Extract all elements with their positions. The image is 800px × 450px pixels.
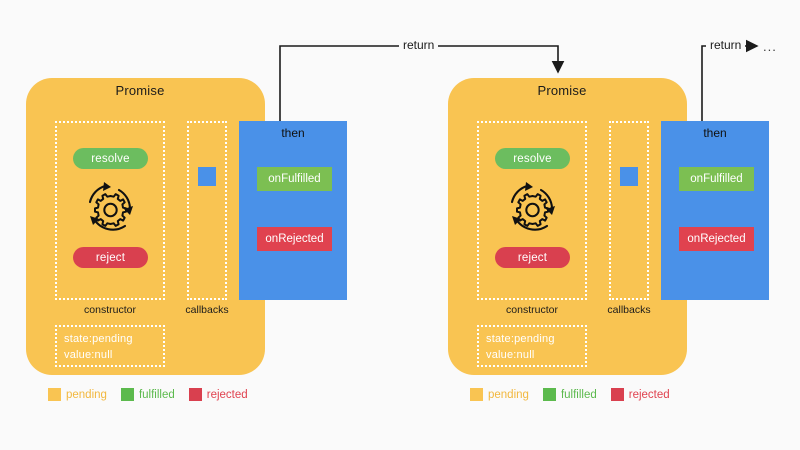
legend-swatch-fulfilled xyxy=(542,388,556,401)
legend-swatch-rejected xyxy=(188,388,202,401)
promise-title: Promise xyxy=(115,83,165,98)
legend-swatch-pending xyxy=(48,388,61,401)
legend-swatch-rejected xyxy=(610,388,624,401)
legend-label-fulfilled: fulfilled xyxy=(138,388,175,401)
value-line: value:null xyxy=(486,349,535,361)
on-rejected-block[interactable]: onRejected xyxy=(257,227,332,251)
legend-item-pending: pending xyxy=(48,388,107,401)
value-line: value:null xyxy=(64,349,113,361)
then-title: then xyxy=(703,126,727,140)
gear-rotation-icon xyxy=(78,178,143,240)
legend-item-rejected: rejected xyxy=(610,388,670,401)
reject-pill[interactable]: reject xyxy=(495,247,570,268)
state-line: state:pending xyxy=(64,333,133,345)
legend-item-pending: pending xyxy=(470,388,529,401)
constructor-label: constructor xyxy=(84,304,136,316)
promise-chain-1: Promise resolve xyxy=(15,0,355,450)
callback-chip[interactable] xyxy=(198,167,216,186)
legend-label-pending: pending xyxy=(66,388,107,401)
legend-item-rejected: rejected xyxy=(188,388,248,401)
return-label-2: return xyxy=(706,38,746,52)
callbacks-label: callbacks xyxy=(607,304,651,316)
promise-state-box: state:pending value:null xyxy=(477,325,587,367)
then-title: then xyxy=(281,126,305,140)
callbacks-region xyxy=(187,121,227,300)
gear-rotation-icon xyxy=(500,178,565,240)
resolve-pill[interactable]: resolve xyxy=(73,148,148,169)
callback-chip[interactable] xyxy=(620,167,638,186)
legend-label-fulfilled: fulfilled xyxy=(560,388,597,401)
constructor-region xyxy=(55,121,165,300)
on-fulfilled-block[interactable]: onFulfilled xyxy=(257,167,332,191)
legend: pending fulfilled rejected xyxy=(48,388,262,401)
legend-item-fulfilled: fulfilled xyxy=(120,388,175,401)
legend-swatch-pending xyxy=(470,388,483,401)
legend-label-rejected: rejected xyxy=(628,388,670,401)
promise-chain-2: Promise resolve xyxy=(437,0,777,450)
promise-title: Promise xyxy=(537,83,587,98)
callbacks-label: callbacks xyxy=(185,304,229,316)
legend-label-rejected: rejected xyxy=(206,388,248,401)
reject-pill[interactable]: reject xyxy=(73,247,148,268)
legend-label-pending: pending xyxy=(488,388,529,401)
return-label-1: return xyxy=(399,38,439,52)
legend-swatch-fulfilled xyxy=(120,388,134,401)
callbacks-region xyxy=(609,121,649,300)
legend-item-fulfilled: fulfilled xyxy=(542,388,597,401)
constructor-region xyxy=(477,121,587,300)
legend: pending fulfilled rejected xyxy=(470,388,684,401)
then-box[interactable]: then onFulfilled onRejected xyxy=(661,121,769,300)
then-box[interactable]: then onFulfilled onRejected xyxy=(239,121,347,300)
constructor-label: constructor xyxy=(506,304,558,316)
promise-state-box: state:pending value:null xyxy=(55,325,165,367)
ellipsis-label: ... xyxy=(763,39,777,54)
on-fulfilled-block[interactable]: onFulfilled xyxy=(679,167,754,191)
on-rejected-block[interactable]: onRejected xyxy=(679,227,754,251)
state-line: state:pending xyxy=(486,333,555,345)
resolve-pill[interactable]: resolve xyxy=(495,148,570,169)
